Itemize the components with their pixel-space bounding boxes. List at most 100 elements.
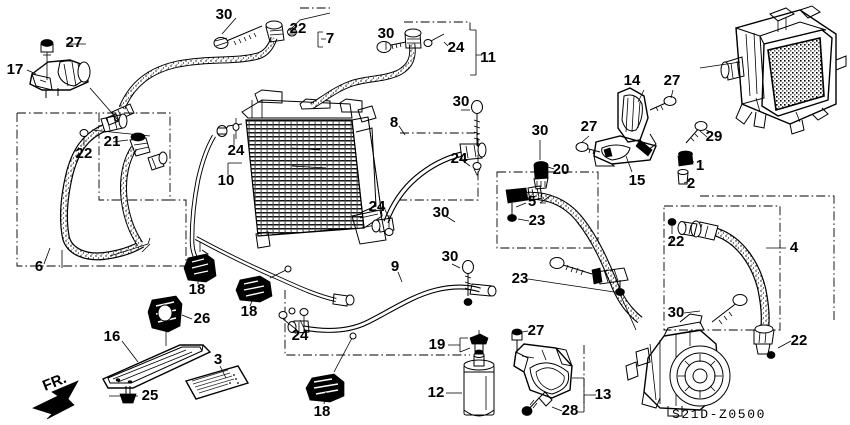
liquid-pipe-11 [310,28,422,109]
callout-14: 14 [624,72,641,89]
nut-24-pipe9 [278,311,298,331]
liquid-pipe-7 [105,20,285,126]
callout-1: 1 [696,157,704,174]
nut-24-center-bottom [463,298,473,306]
callout-27: 27 [664,72,681,89]
callout-25: 25 [142,387,159,404]
callout-22: 22 [290,20,307,37]
receiver-dryer [463,352,495,417]
callout-24: 24 [369,198,386,215]
bolt-30-pipe8 [471,100,483,146]
callout-30: 30 [668,304,685,321]
callout-17: 17 [7,61,24,78]
callout-2: 2 [687,175,695,192]
callout-24: 24 [228,142,245,159]
suction-hose-4 [677,220,775,355]
callout-10: 10 [218,172,235,189]
callout-7: 7 [326,30,334,47]
callout-30: 30 [433,204,450,221]
callout-29: 29 [706,128,723,145]
bolt-30-hose5 [549,257,593,276]
caution-label-3 [184,365,250,400]
callout-24: 24 [451,150,468,167]
callout-19: 19 [429,336,446,353]
callout-18: 18 [241,303,258,320]
callout-3: 3 [214,351,222,368]
clip-26 [147,295,183,346]
callout-24: 24 [448,39,465,56]
bolt-27-14 [649,96,677,112]
fr-direction-arrow [32,380,79,420]
clamp-18-a [183,242,217,283]
callout-18: 18 [189,281,206,298]
callout-23: 23 [512,270,529,287]
callout-27: 27 [581,118,598,135]
nut-24-bottom [288,307,309,326]
callout-15: 15 [629,172,646,189]
callout-12: 12 [428,384,445,401]
callout-27: 27 [66,34,83,51]
callout-6: 6 [35,258,43,275]
compressor-bracket [513,343,573,399]
callout-30: 30 [453,93,470,110]
callout-leaders [26,12,792,413]
bracket-15 [593,135,657,167]
callout-27: 27 [528,322,545,339]
bolt-29 [685,121,708,144]
discharge-hose-5 [505,161,643,324]
callout-30: 30 [216,6,233,23]
leader-6-lower [141,243,151,253]
mount-rail-16 [102,344,212,389]
bolt-27-15 [575,142,601,155]
leader-6b [109,237,151,257]
suction-pipe-8 [371,142,487,233]
evaporator-unit [720,5,847,135]
callout-18: 18 [314,403,331,420]
callout-28: 28 [562,402,579,419]
evaporator-leader [699,61,741,69]
dryer-switch-19 [469,330,489,355]
callout-24: 24 [292,327,309,344]
bolt-30-pipe11 [376,41,407,53]
compressor-assembly [625,313,731,417]
part-code-label: S21D-Z0500 [672,407,766,422]
condenser-outlet-line [195,236,355,307]
bracket-14 [617,87,657,157]
condenser-assembly [223,89,387,249]
condenser-left-fitting [216,118,240,139]
hose-21 [120,132,168,246]
callout-30: 30 [442,248,459,265]
callout-30: 30 [532,122,549,139]
nut-24-pipe8 [472,162,482,176]
callout-22: 22 [791,332,808,349]
callout-11: 11 [480,49,496,66]
callout-4: 4 [790,239,799,256]
callout-22: 22 [76,145,93,162]
nut-22-hose4-bottom [766,351,776,359]
nut-22-hose4-top [667,218,677,234]
callout-labels: 30 22 7 30 24 11 27 17 14 27 30 21 22 24… [7,6,808,420]
callout-9: 9 [391,258,399,275]
nut-24-pipe11 [423,33,445,47]
callout-13: 13 [595,386,612,403]
nut-22-pipe6 [79,129,89,146]
callout-22: 22 [668,233,685,250]
bolt-30-pipe7 [213,25,263,49]
clamp-18-c [305,332,357,403]
callout-16: 16 [104,328,121,345]
callout-20: 20 [553,161,570,178]
callout-8: 8 [390,114,398,131]
callout-21: 21 [104,133,121,150]
bolt-27-bracket [511,328,523,352]
callout-30: 30 [378,25,395,42]
bolt-28 [521,391,553,416]
bolt-30-center-bottom [462,260,474,296]
hose5-clamp [591,267,629,285]
collar-2 [677,169,689,185]
nut-24-cond-left [384,215,394,236]
bolt-30-hose4 [711,294,748,325]
callout-5: 5 [528,193,536,210]
leader-17 [89,87,119,121]
